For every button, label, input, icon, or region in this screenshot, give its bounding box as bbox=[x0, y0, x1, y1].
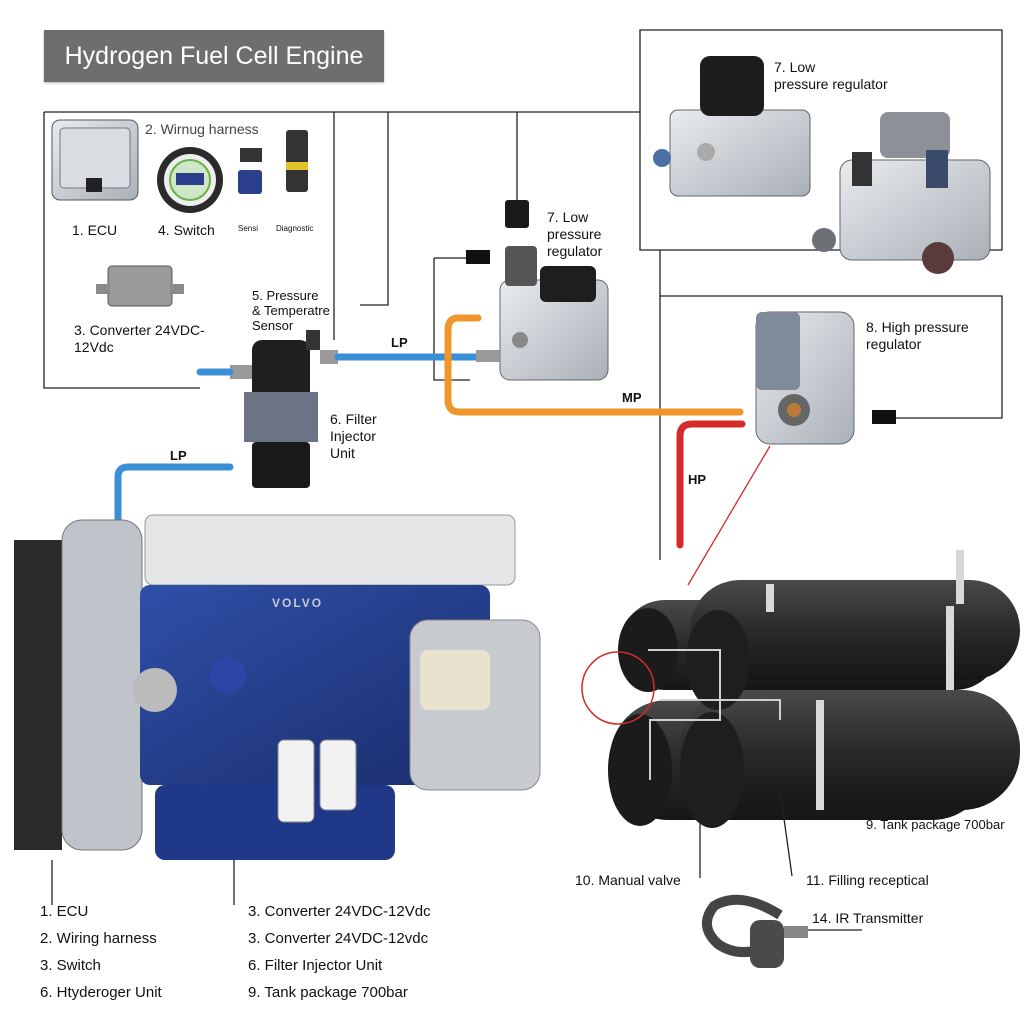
hp-line bbox=[676, 420, 746, 549]
high-pressure-regulator-mid bbox=[755, 311, 896, 445]
lp-upper-label: LP bbox=[391, 335, 408, 350]
legend-right-item: 3. Converter 24VDC-12vdc bbox=[248, 930, 429, 947]
connector-components bbox=[238, 130, 308, 194]
manual-valve-highlight bbox=[581, 651, 655, 725]
ir-transmitter bbox=[702, 894, 862, 968]
legend-left-item: 3. Switch bbox=[40, 957, 101, 974]
filter-injector-unit bbox=[230, 330, 338, 488]
legend-right-item: 9. Tank package 700bar bbox=[248, 984, 408, 1001]
legend-left-item: 1. ECU bbox=[40, 903, 89, 920]
wiring-lines bbox=[43, 29, 1003, 560]
page-title: Hydrogen Fuel Cell Engine bbox=[44, 30, 384, 82]
pressure-sensor-label: 5. Pressure & Temperatre Sensor bbox=[252, 288, 330, 333]
mp-label: MP bbox=[622, 390, 642, 405]
low-pressure-regulator-mid-label: 7. Low pressure regulator bbox=[547, 209, 603, 259]
tank-package-label: 9. Tank package 700bar bbox=[866, 817, 1005, 832]
legend-left: 1. ECU 2. Wiring harness 3. Switch 6. Ht… bbox=[40, 898, 162, 1006]
low-pressure-regulator-mid bbox=[466, 200, 609, 381]
ecu-label: 1. ECU bbox=[72, 222, 118, 238]
sensor-small-label: Sensi bbox=[238, 224, 259, 233]
hp-pointer-line bbox=[687, 445, 771, 586]
converter-component bbox=[96, 265, 184, 307]
manual-valve-label: 10. Manual valve bbox=[575, 872, 681, 888]
high-pressure-regulator-label: 8. High pressure regulator bbox=[866, 319, 969, 352]
tank-package bbox=[608, 550, 1020, 828]
legend-left-item: 2. Wiring harness bbox=[40, 930, 157, 947]
high-pressure-regulator-top bbox=[812, 112, 991, 274]
legend-right-item: 6. Filter Injector Unit bbox=[248, 957, 383, 974]
low-pressure-regulator-top-label: 7. Low pressure regulator bbox=[774, 59, 888, 92]
diagnostic-small-label: Diagnostic bbox=[276, 224, 314, 233]
legend-right-item: 3. Converter 24VDC-12Vdc bbox=[248, 903, 431, 920]
engine-brand-label: VOLVO bbox=[272, 596, 324, 610]
lp-line-lower bbox=[114, 463, 234, 524]
switch-label: 4. Switch bbox=[158, 222, 215, 238]
legend-right: 3. Converter 24VDC-12Vdc 3. Converter 24… bbox=[248, 898, 431, 1006]
leader-lines bbox=[51, 789, 793, 905]
switch-component bbox=[157, 147, 223, 213]
filling-receptical-label: 11. Filling receptical bbox=[806, 872, 929, 888]
lp-lower-label: LP bbox=[170, 448, 187, 463]
mp-line bbox=[444, 314, 744, 416]
hp-label: HP bbox=[688, 472, 707, 487]
ecu-component bbox=[51, 119, 139, 201]
filter-injector-label: 6. Filter Injector Unit bbox=[330, 411, 377, 461]
legend-left-item: 6. Htyderoger Unit bbox=[40, 984, 162, 1001]
converter-label: 3. Converter 24VDC- 12Vdc bbox=[74, 322, 205, 355]
lp-line-upper bbox=[196, 353, 482, 376]
wiring-harness-label: 2. Wirnug harness bbox=[145, 121, 259, 137]
low-pressure-regulator-top bbox=[653, 56, 811, 197]
ir-transmitter-label: 14. IR Transmitter bbox=[812, 910, 924, 926]
engine-block bbox=[14, 514, 541, 860]
